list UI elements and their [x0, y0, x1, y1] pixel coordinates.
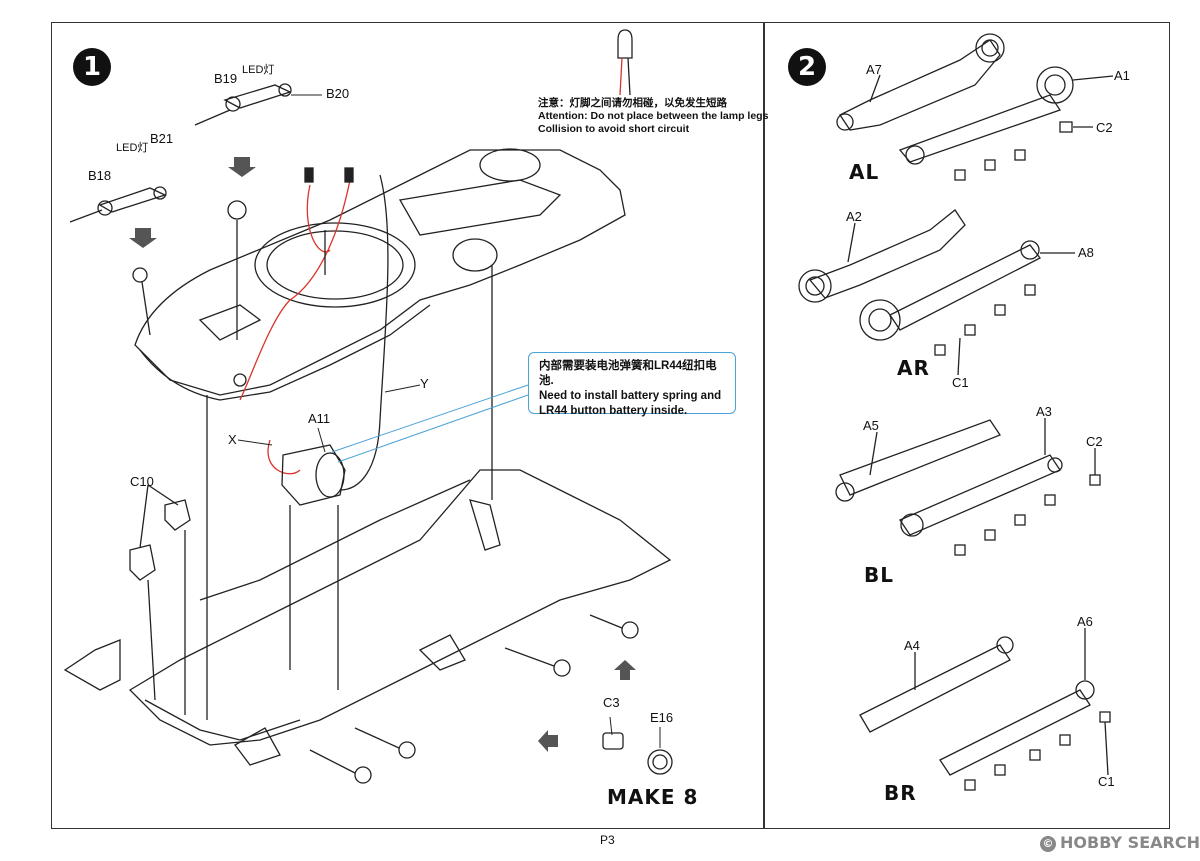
attention-note-en-2: Collision to avoid short circuit [538, 123, 690, 135]
label-al-c2: C2 [1096, 120, 1113, 135]
battery-callout: 内部需要装电池弹簧和LR44纽扣电池. Need to install batt… [528, 352, 736, 417]
battery-callout-cn: 内部需要装电池弹簧和LR44纽扣电池. [539, 360, 717, 387]
battery-callout-en-1: Need to install battery spring and [539, 390, 722, 402]
label-led-left: LED灯 [116, 142, 149, 154]
label-b21: B21 [150, 131, 174, 146]
label-a2: A2 [846, 209, 862, 224]
label-c10: C10 [130, 474, 154, 489]
unit-bl-title: BL [864, 563, 894, 587]
label-a7: A7 [866, 62, 882, 77]
step2-panel [764, 22, 1170, 829]
unit-al-title: AL [849, 160, 880, 184]
attention-note-en-1: Attention: Do not place between the lamp… [538, 110, 769, 122]
attention-note: 注意：灯脚之间请勿相碰，以免发生短路 Attention: Do not pla… [538, 97, 768, 136]
label-a4: A4 [904, 638, 920, 653]
label-br-c1: C1 [1098, 774, 1115, 789]
watermark-mark: © [1040, 836, 1056, 852]
watermark: ©HOBBY SEARCH [1040, 833, 1200, 852]
step-1-badge: 1 [73, 48, 111, 86]
step-2-badge: 2 [788, 48, 826, 86]
watermark-text: HOBBY SEARCH [1060, 833, 1200, 852]
battery-callout-en-2: LR44 button battery inside. [539, 405, 688, 417]
label-a11: A11 [308, 411, 331, 426]
label-b20: B20 [326, 86, 350, 101]
label-c3: C3 [603, 695, 620, 710]
label-y: Y [420, 376, 429, 391]
label-a6: A6 [1077, 614, 1093, 629]
label-b19: B19 [214, 71, 238, 86]
label-bl-c2: C2 [1086, 434, 1103, 449]
label-b18: B18 [88, 168, 112, 183]
step1-panel [51, 22, 764, 829]
label-ar-c1: C1 [952, 375, 969, 390]
label-led-top: LED灯 [242, 64, 275, 76]
unit-br-title: BR [884, 781, 917, 805]
label-a3: A3 [1036, 404, 1052, 419]
unit-ar-title: AR [897, 356, 930, 380]
label-a8: A8 [1078, 245, 1094, 260]
attention-note-cn: 注意：灯脚之间请勿相碰，以免发生短路 [538, 97, 727, 109]
label-a5: A5 [863, 418, 879, 433]
make-8-label: MAKE 8 [607, 785, 699, 809]
label-a1: A1 [1114, 68, 1130, 83]
label-e16: E16 [650, 710, 674, 725]
label-x: X [228, 432, 237, 447]
page-number: P3 [600, 833, 615, 847]
